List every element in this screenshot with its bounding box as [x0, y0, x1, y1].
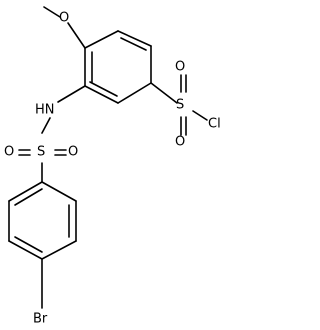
bromine-label: Br: [33, 312, 48, 327]
sulfonamide-oxygen-left-label: O: [4, 145, 14, 160]
methoxy-oxygen-label: O: [59, 11, 69, 26]
sulfonamide-group: [18, 149, 67, 183]
amine-linkage: [41, 85, 86, 134]
sulfonyl-chloride-sulfur-label: S: [176, 98, 184, 113]
methoxy-group: [43, 6, 86, 49]
sulfonyl-chloride-oxygen-top-label: O: [175, 60, 185, 75]
lower-benzene-ring: [8, 181, 77, 260]
sulfonyl-chloride-oxygen-bottom-label: O: [175, 135, 185, 150]
chlorine-label: Cl: [208, 117, 221, 132]
sulfonamide-oxygen-right-label: O: [68, 145, 78, 160]
amine-nh-label: HN: [35, 103, 55, 118]
upper-benzene-ring: [84, 30, 152, 104]
sulfonyl-chloride-group: [150, 74, 208, 136]
sulfonamide-sulfur-label: S: [37, 145, 45, 160]
molecule-structure: O HN S O O Cl S O O Br: [4, 6, 221, 327]
